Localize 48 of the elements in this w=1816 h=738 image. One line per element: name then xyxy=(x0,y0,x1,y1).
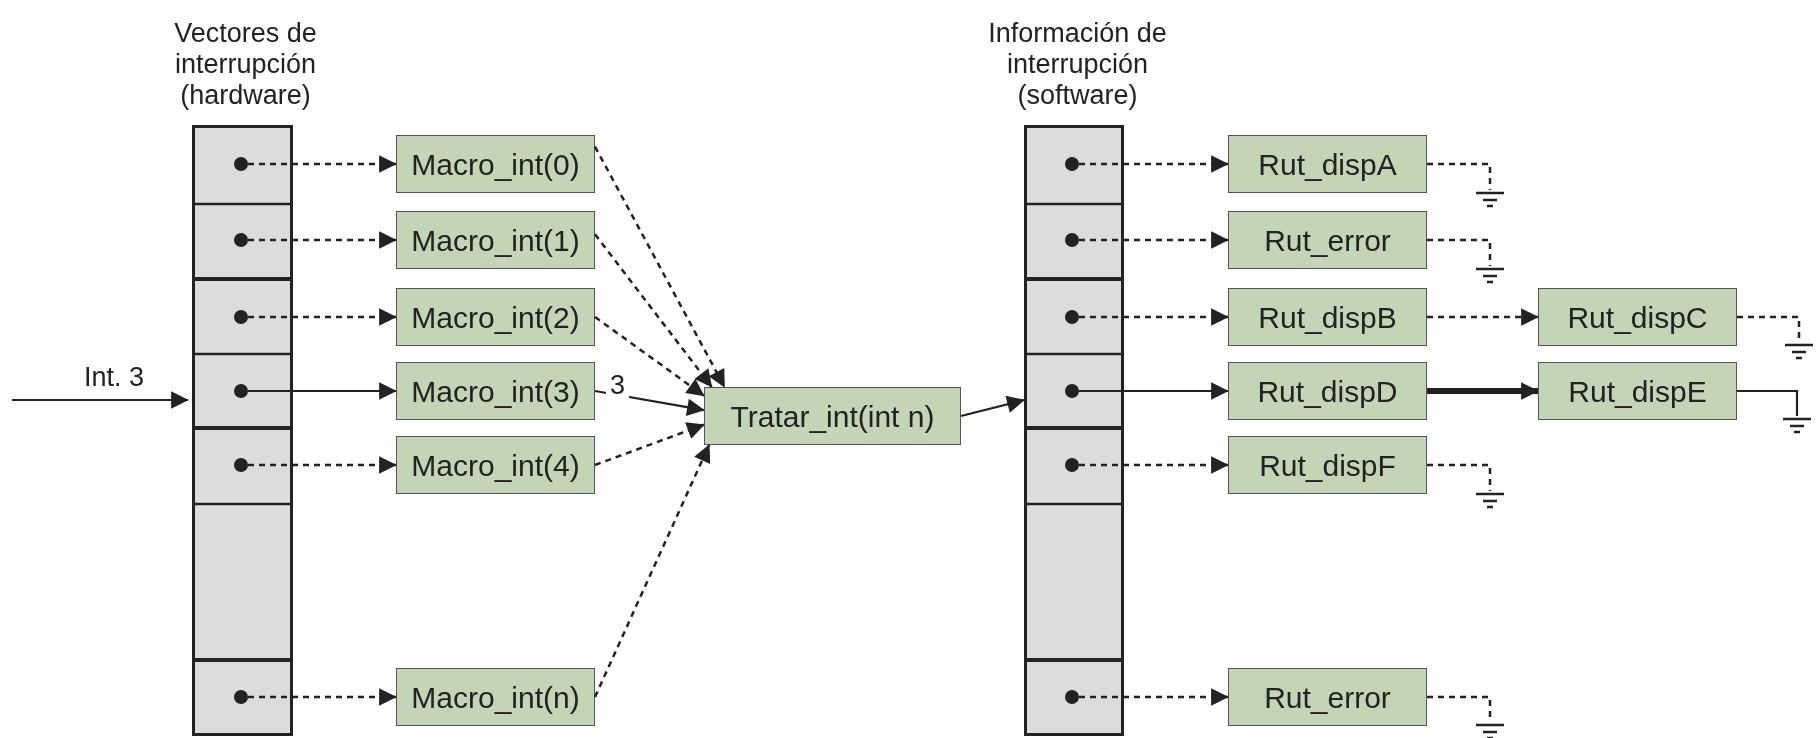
arrow xyxy=(1079,456,1229,474)
routine-box: Rut_dispD xyxy=(1228,362,1427,420)
ground-symbol xyxy=(1781,416,1813,434)
routine-box: Rut_dispC xyxy=(1538,288,1737,346)
arrow xyxy=(594,422,705,467)
routine-box: Rut_dispA xyxy=(1228,135,1427,193)
arrow xyxy=(1079,155,1229,173)
column-heading: Vectores de interrupción (hardware) xyxy=(173,16,318,112)
routine-box: Tratar_int(int n) xyxy=(704,387,961,445)
connector-line xyxy=(1427,463,1492,491)
arrow xyxy=(593,146,726,388)
ground-symbol xyxy=(1474,722,1506,738)
routine-box: Rut_dispB xyxy=(1228,288,1427,346)
routine-box: Rut_error xyxy=(1228,668,1427,726)
arrow xyxy=(594,316,705,397)
arrow xyxy=(1427,382,1539,400)
arrow xyxy=(1079,688,1229,706)
ground-symbol xyxy=(1474,491,1506,509)
arrow xyxy=(960,395,1025,418)
arrow xyxy=(1079,308,1229,326)
routine-box: Macro_int(n) xyxy=(396,668,595,726)
connector-line xyxy=(1427,238,1492,266)
arrow xyxy=(1079,231,1229,249)
routine-box: Rut_error xyxy=(1228,211,1427,269)
arrow xyxy=(594,233,713,388)
arrow xyxy=(12,391,189,409)
ground-symbol xyxy=(1474,190,1506,208)
arrow xyxy=(248,231,397,249)
ground-symbol xyxy=(1783,342,1815,360)
arrow xyxy=(248,308,397,326)
arrow xyxy=(248,382,397,400)
routine-box: Macro_int(1) xyxy=(396,211,595,269)
arrow xyxy=(593,444,711,698)
ground-symbol xyxy=(1474,266,1506,284)
routine-box: Macro_int(2) xyxy=(396,288,595,346)
routine-box: Macro_int(3) xyxy=(396,362,595,420)
connector-line xyxy=(1427,162,1492,190)
arrow xyxy=(248,688,397,706)
connector-line xyxy=(1737,389,1799,416)
routine-box: Macro_int(0) xyxy=(396,135,595,193)
routine-box: Rut_dispF xyxy=(1228,436,1427,494)
arrow xyxy=(1427,308,1539,326)
arrow xyxy=(1079,382,1229,400)
column-heading: Información de interrupción (software) xyxy=(987,16,1168,112)
arrow xyxy=(248,155,397,173)
arrow xyxy=(248,456,397,474)
routine-box: Macro_int(4) xyxy=(396,436,595,494)
routine-box: Rut_dispE xyxy=(1538,362,1737,420)
